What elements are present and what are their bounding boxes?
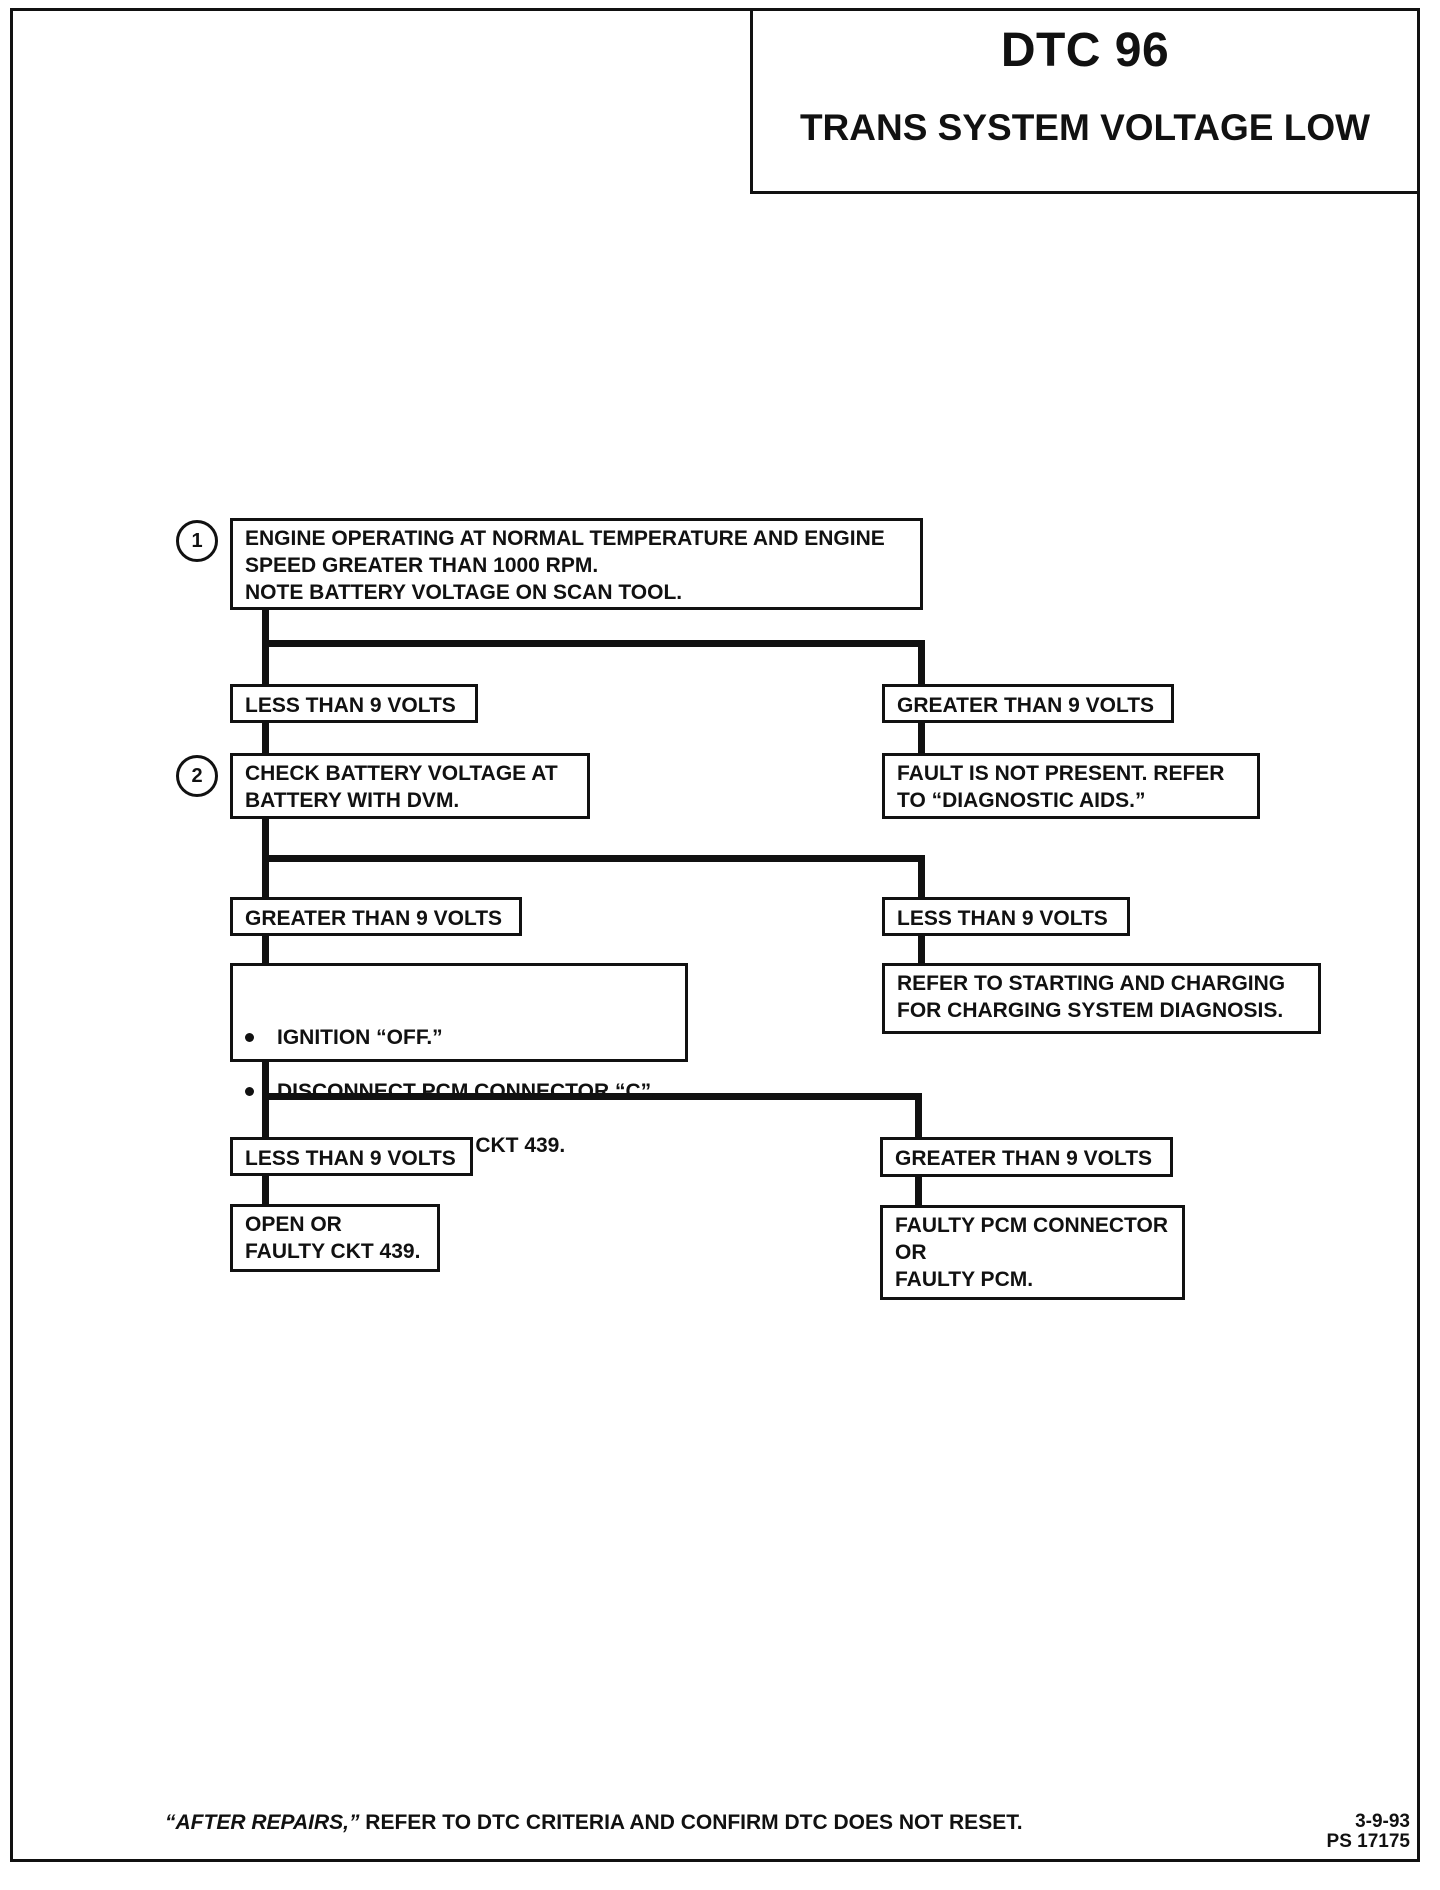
step-2-right-action: REFER TO STARTING AND CHARGING FOR CHARG… [882, 963, 1321, 1034]
step-1-right-result: GREATER THAN 9 VOLTS [882, 684, 1174, 723]
step-2-marker: 2 [176, 755, 218, 797]
figure-number: PS 17175 [1326, 1831, 1410, 1852]
connector-line [915, 1093, 922, 1140]
connector-line [918, 640, 925, 687]
step-1-box: ENGINE OPERATING AT NORMAL TEMPERATURE A… [230, 518, 923, 610]
step-3-bullet: IGNITION “OFF.” [241, 1024, 673, 1051]
page-frame [10, 8, 1420, 1862]
step-2-left-result: GREATER THAN 9 VOLTS [230, 897, 522, 936]
step-3-box: IGNITION “OFF.” DISCONNECT PCM CONNECTOR… [230, 963, 688, 1157]
connector-line [262, 640, 925, 647]
dtc-code: DTC 96 [1000, 24, 1170, 77]
connector-line [262, 720, 269, 756]
step-1-marker: 1 [176, 520, 218, 562]
revision-date: 3-9-93 [1355, 1811, 1410, 1832]
step-3-left-action: OPEN OR FAULTY CKT 439. [230, 1204, 440, 1272]
connector-line [262, 933, 269, 965]
step-1-right-action: FAULT IS NOT PRESENT. REFER TO “DIAGNOST… [882, 753, 1260, 819]
step-1-left-result: LESS THAN 9 VOLTS [230, 684, 478, 723]
connector-line [262, 855, 925, 862]
after-repairs-text: REFER TO DTC CRITERIA AND CONFIRM DTC DO… [359, 1811, 1023, 1834]
step-3-bullet: DISCONNECT PCM CONNECTOR “C”. [241, 1078, 673, 1105]
connector-line [915, 1174, 922, 1208]
connector-line [262, 607, 269, 687]
document-reference: 3-9-93 PS 17175 [1300, 1812, 1410, 1852]
title-box: DTC 96 TRANS SYSTEM VOLTAGE LOW [750, 8, 1420, 194]
connector-line [918, 720, 925, 756]
connector-line [918, 855, 925, 900]
connector-line [262, 1093, 922, 1100]
step-3-right-result: GREATER THAN 9 VOLTS [880, 1137, 1173, 1177]
after-repairs-emphasis: “AFTER REPAIRS,” [165, 1811, 360, 1834]
step-2-box: CHECK BATTERY VOLTAGE AT BATTERY WITH DV… [230, 753, 590, 819]
step-2-right-result: LESS THAN 9 VOLTS [882, 897, 1130, 936]
connector-line [262, 1173, 269, 1207]
connector-line [918, 933, 925, 966]
after-repairs-note: “AFTER REPAIRS,” REFER TO DTC CRITERIA A… [165, 1811, 1023, 1835]
dtc-name: TRANS SYSTEM VOLTAGE LOW [799, 107, 1371, 148]
step-3-right-action: FAULTY PCM CONNECTOR OR FAULTY PCM. [880, 1205, 1185, 1300]
step-3-left-result: LESS THAN 9 VOLTS [230, 1137, 473, 1176]
